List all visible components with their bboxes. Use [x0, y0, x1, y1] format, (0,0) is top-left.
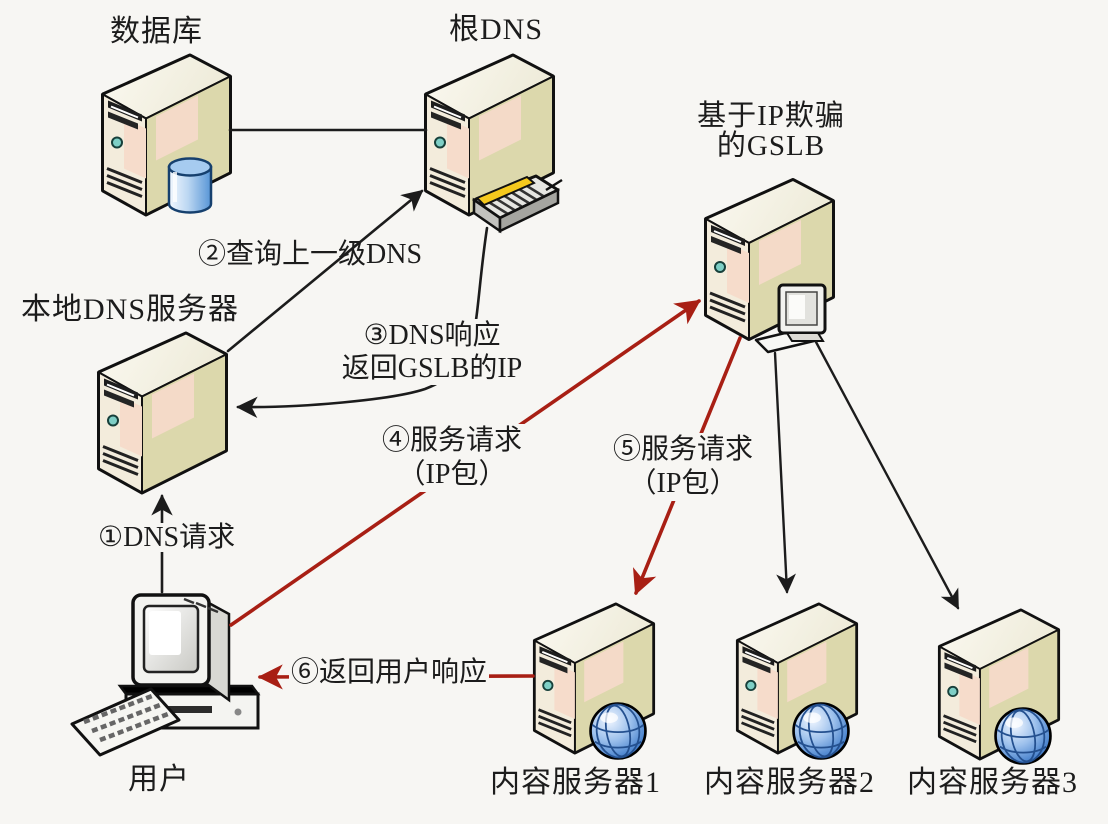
step4-label: ④服务请求 （IP包）	[374, 424, 530, 492]
database-label: 数据库	[110, 15, 203, 48]
user-keyboard-icon	[70, 687, 181, 757]
gslb-server-icon	[706, 180, 833, 354]
content-server-3-label: 内容服务器3	[907, 766, 1078, 799]
arrow-step2-query-upper-dns	[226, 189, 424, 353]
local-dns-label: 本地DNS服务器	[21, 293, 240, 326]
arrow-gslb-to-content3	[814, 340, 960, 610]
local-dns-server-icon	[99, 334, 226, 493]
database-cylinder-icon	[167, 157, 213, 214]
root-dns-label: 根DNS	[449, 13, 544, 46]
content-server-2-label: 内容服务器2	[704, 766, 875, 799]
user-computer-icon	[70, 593, 261, 757]
step5-label: ⑤服务请求 （IP包）	[604, 433, 762, 501]
gslb-label: 基于IP欺骗 的GSLB	[697, 100, 845, 163]
step2-label: ②查询上一级DNS	[198, 239, 423, 270]
user-label: 用户	[128, 763, 190, 796]
mini-pc-icon	[754, 283, 827, 354]
step3-label: ③DNS响应 返回GSLB的IP	[332, 319, 532, 385]
content-server-1-label: 内容服务器1	[490, 766, 661, 799]
arrow-gslb-to-content2	[773, 351, 796, 594]
content-server-2-icon	[735, 602, 859, 761]
step1-label: ①DNS请求	[96, 522, 238, 553]
globe-icon	[792, 701, 850, 761]
database-server-icon	[103, 56, 230, 215]
content-server-1-icon	[532, 602, 656, 761]
globe-icon	[589, 701, 647, 761]
keyboard-device-icon	[472, 174, 563, 234]
step6-label: ⑥返回用户响应	[289, 657, 490, 688]
globe-icon	[994, 706, 1052, 766]
root-dns-server-icon	[426, 56, 563, 234]
content-server-3-icon	[937, 608, 1061, 766]
